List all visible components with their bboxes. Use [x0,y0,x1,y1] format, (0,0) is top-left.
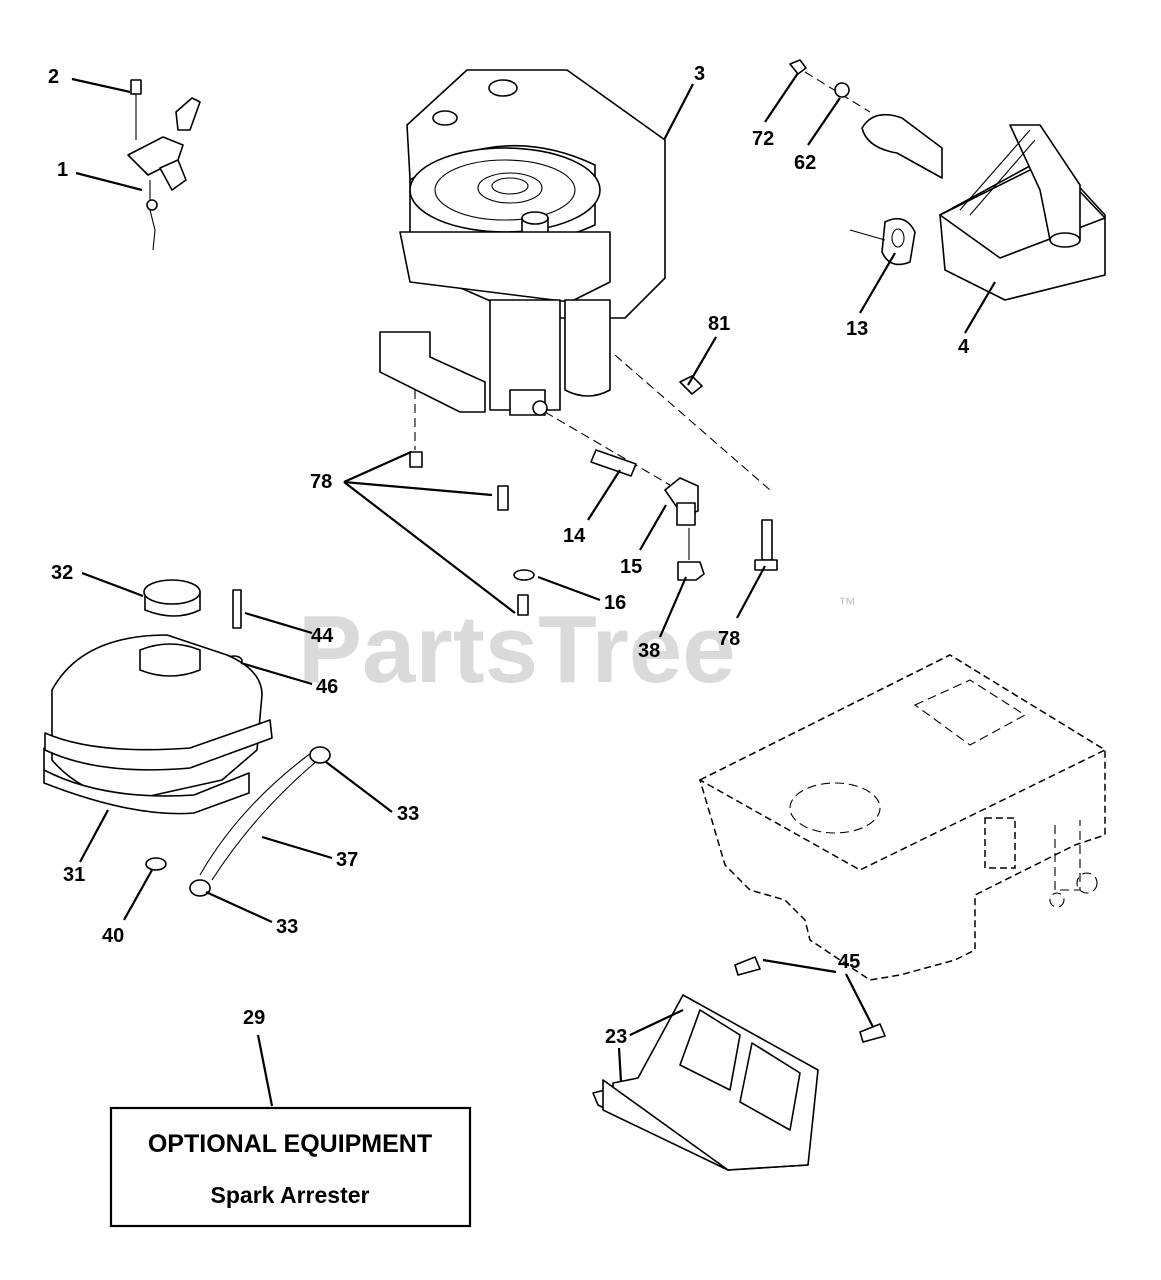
callout-46: 46 [316,676,338,698]
callout-32: 32 [51,562,73,584]
fuel-line-parts[interactable] [409,354,778,616]
callout-62: 62 [794,152,816,174]
callout-44: 44 [311,625,334,647]
callout-72: 72 [752,128,774,150]
callout-45: 45 [838,951,860,973]
callout-78-left: 78 [310,471,332,493]
callout-16: 16 [604,592,626,614]
callout-4: 4 [958,336,970,358]
muffler-assembly[interactable] [789,59,1106,301]
callout-33-bottom: 33 [276,916,298,938]
fuel-tank-assembly[interactable] [43,579,331,897]
callout-29: 29 [243,1007,265,1029]
callout-33-top: 33 [397,803,419,825]
shield-23[interactable] [592,956,886,1171]
watermark: PartsTree [298,596,736,703]
callout-38: 38 [638,640,660,662]
callout-78-right: 78 [718,628,740,650]
callout-23: 23 [605,1026,627,1048]
callout-2: 2 [48,66,59,88]
callout-labels: 2 1 3 72 62 13 4 81 78 14 15 32 16 44 38… [48,63,970,1048]
callout-81: 81 [708,313,730,335]
callout-40: 40 [102,925,124,947]
optional-equipment-box: OPTIONAL EQUIPMENT Spark Arrester [109,1106,472,1228]
optional-equipment-subtitle: Spark Arrester [211,1182,370,1208]
engine[interactable] [379,69,666,416]
callout-1: 1 [57,159,68,181]
callout-15: 15 [620,556,642,578]
watermark-trademark: ™ [838,594,856,614]
callout-3: 3 [694,63,705,85]
callout-37: 37 [336,849,358,871]
throttle-control[interactable] [127,79,201,251]
optional-equipment-title: OPTIONAL EQUIPMENT [148,1130,432,1158]
callout-31: 31 [63,864,85,886]
leader-lines [71,72,996,1107]
callout-14: 14 [563,525,586,547]
callout-13: 13 [846,318,868,340]
frame-reference [698,654,1107,981]
